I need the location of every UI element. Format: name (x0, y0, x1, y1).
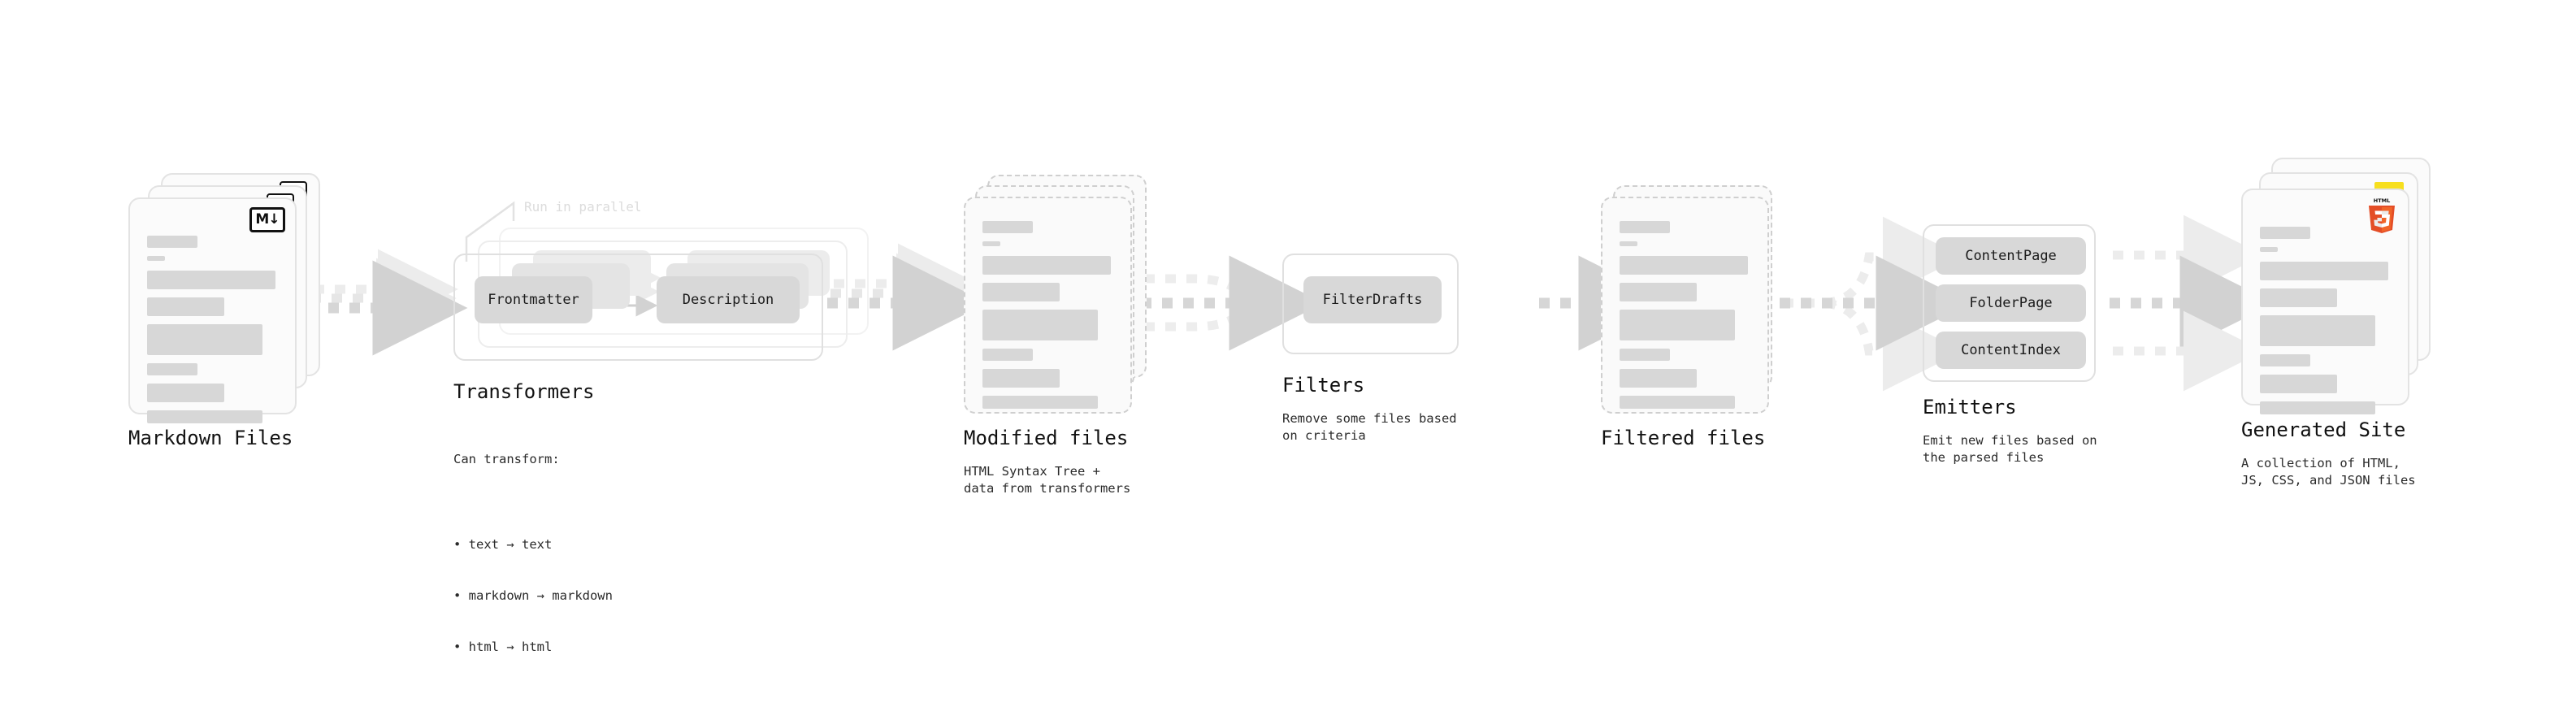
html5-icon: HTML (2369, 197, 2395, 233)
stage-subtitle-modified-files: HTML Syntax Tree + data from transformer… (964, 464, 1131, 496)
stage-subtitle-emitters: Emit new files based on the parsed files (1923, 433, 2097, 465)
transformer-node-label: Description (682, 292, 774, 308)
emitter-node-label: FolderPage (1969, 295, 2053, 311)
placeholder-line (2260, 315, 2375, 346)
filters-group: FilterDrafts (1282, 254, 1459, 354)
placeholder-line (2260, 401, 2375, 414)
placeholder-line (982, 283, 1060, 301)
placeholder-line (982, 369, 1060, 388)
svg-text:HTML: HTML (2374, 197, 2390, 204)
placeholder-line (1620, 283, 1697, 301)
transformers-bullet: text → text (453, 536, 613, 553)
placeholder-line (1620, 369, 1697, 388)
placeholder-line (982, 396, 1098, 409)
stage-title-emitters: Emitters (1923, 396, 2017, 418)
placeholder-line (147, 297, 224, 316)
emitter-node-contentindex[interactable]: ContentIndex (1936, 332, 2086, 369)
placeholder-line (147, 236, 197, 248)
transformer-node-frontmatter[interactable]: Frontmatter (475, 276, 592, 323)
stage-title-modified-files: Modified files (964, 427, 1129, 449)
transformer-node-description[interactable]: Description (657, 276, 800, 323)
modified-card-front (964, 197, 1132, 414)
placeholder-line (2260, 262, 2388, 280)
placeholder-line (147, 410, 262, 423)
conn-filtered-emitters (1780, 216, 1971, 392)
emitter-node-contentpage[interactable]: ContentPage (1936, 237, 2086, 275)
placeholder-line (1620, 241, 1637, 246)
stage-title-markdown-files: Markdown Files (128, 427, 293, 449)
placeholder-line (1620, 221, 1670, 233)
transformers-bullet: markdown → markdown (453, 587, 613, 605)
conn-modified-filters (1141, 255, 1325, 351)
placeholder-line (1620, 349, 1670, 361)
placeholder-line (147, 363, 197, 375)
placeholder-line (147, 324, 262, 355)
filter-node-label: FilterDrafts (1322, 292, 1423, 308)
transformer-node-label: Frontmatter (488, 292, 579, 308)
placeholder-line (1620, 256, 1748, 275)
stage-subtitle-filters: Remove some files based on criteria (1282, 411, 1457, 443)
placeholder-line (147, 256, 165, 261)
emitter-node-label: ContentPage (1965, 248, 2057, 264)
placeholder-line (1620, 396, 1735, 409)
transformers-subtitle-head: Can transform: (453, 452, 560, 466)
emitter-node-label: ContentIndex (1961, 342, 2061, 358)
transformers-bullet-list: text → text markdown → markdown html → h… (453, 502, 613, 690)
placeholder-line (2260, 227, 2310, 239)
emitters-group: ContentPage FolderPage ContentIndex (1923, 224, 2096, 382)
placeholder-line (982, 310, 1098, 340)
placeholder-line (982, 241, 1000, 246)
placeholder-line (1620, 310, 1735, 340)
placeholder-line (982, 349, 1033, 361)
emitter-node-folderpage[interactable]: FolderPage (1936, 284, 2086, 322)
site-card-front: HTML (2241, 189, 2409, 414)
placeholder-line (2260, 247, 2278, 252)
placeholder-line (2260, 354, 2310, 366)
placeholder-line (982, 221, 1033, 233)
placeholder-line (2260, 375, 2337, 393)
placeholder-line (147, 271, 275, 289)
markdown-card-front: M↓ (128, 197, 297, 423)
stage-title-generated-site: Generated Site (2241, 418, 2406, 441)
filtered-card-front (1601, 197, 1769, 414)
markdown-icon: M↓ (249, 207, 285, 232)
stage-title-transformers: Transformers (453, 380, 595, 403)
run-in-parallel-label: Run in parallel (524, 199, 642, 215)
placeholder-line (147, 384, 224, 402)
filter-node-filterdrafts[interactable]: FilterDrafts (1303, 276, 1442, 323)
stage-title-filters: Filters (1282, 374, 1365, 397)
transformers-bullet: html → html (453, 639, 613, 656)
pipeline-diagram: M↓ M↓ M↓ Markdown Files Run in parallel (0, 0, 2576, 681)
placeholder-line (982, 256, 1111, 275)
conn-emitters-site (2110, 215, 2275, 392)
placeholder-line (2260, 288, 2337, 307)
stage-subtitle-generated-site: A collection of HTML, JS, CSS, and JSON … (2241, 456, 2416, 488)
transformer-group-front: Frontmatter Description (453, 254, 823, 361)
stage-title-filtered-files: Filtered files (1601, 427, 1766, 449)
